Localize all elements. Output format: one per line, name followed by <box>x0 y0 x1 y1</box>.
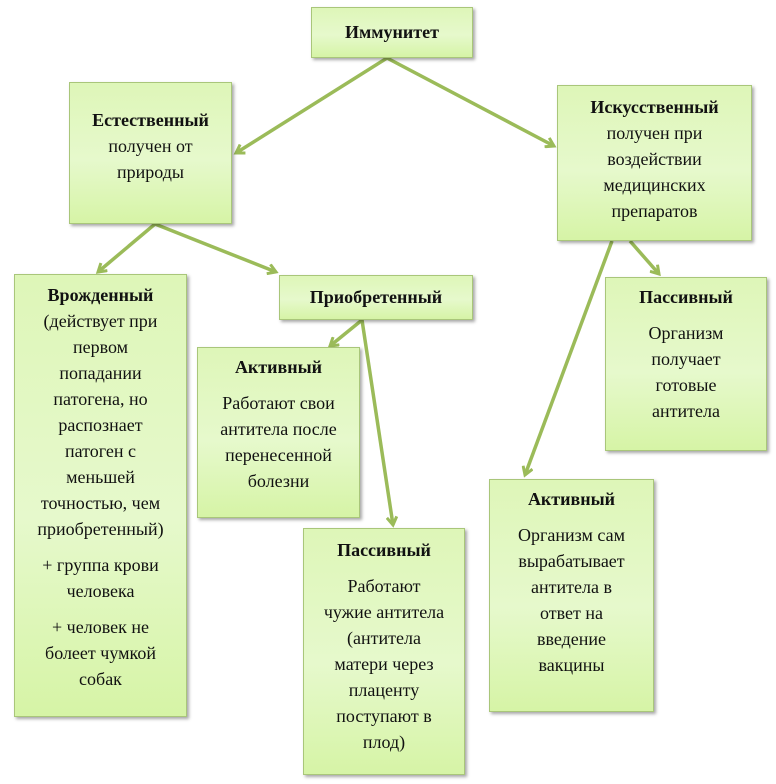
node-text: плаценту <box>348 680 420 700</box>
node-acquired-active: Активный Работают свои антитела после пе… <box>197 347 360 518</box>
node-text: поступают в <box>336 706 432 726</box>
node-text: патогена, но <box>53 389 148 409</box>
node-title: Активный <box>234 357 323 377</box>
arrow-natural-to-innate <box>98 222 157 272</box>
node-text: вырабатывает <box>518 551 625 571</box>
node-text: попадании <box>59 363 142 383</box>
node-text: природы <box>117 162 184 182</box>
node-title: Врожденный <box>47 285 154 305</box>
node-artificial: Искусственный получен при воздействии ме… <box>557 85 752 241</box>
node-text: получен от <box>108 136 193 156</box>
node-text: Организм сам <box>518 525 625 545</box>
node-text: патоген с <box>64 441 137 461</box>
node-note: собак <box>79 669 122 689</box>
node-acquired-passive: Пассивный Работают чужие антитела (антит… <box>303 528 465 775</box>
node-text: введение <box>536 629 607 649</box>
node-text: получает <box>651 349 721 369</box>
node-title: Пассивный <box>337 540 431 560</box>
node-text: точностью, чем <box>40 493 161 513</box>
arrow-acquired-to-active <box>330 318 364 346</box>
arrow-root-to-natural <box>236 56 388 153</box>
node-text: (действует при <box>43 311 158 331</box>
arrow-natural-to-acquired <box>154 222 276 272</box>
node-text: антитела после <box>220 419 337 439</box>
node-text: Работают свои <box>222 393 335 413</box>
node-text: (антитела <box>347 628 421 648</box>
node-acquired: Приобретенный <box>279 275 473 320</box>
node-text: Организм <box>648 323 724 343</box>
node-text: перенесенной <box>225 445 332 465</box>
node-text: первом <box>72 337 129 357</box>
arrow-artificial-to-passive <box>628 239 659 274</box>
node-text: препаратов <box>611 201 698 221</box>
node-note: болеет чумкой <box>45 643 156 663</box>
node-title: Приобретенный <box>309 287 443 307</box>
node-natural: Естественный получен от природы <box>69 82 232 224</box>
node-text: плод) <box>362 732 406 752</box>
node-text: получен при <box>606 123 703 143</box>
node-title: Иммунитет <box>345 22 439 42</box>
node-text: вакцины <box>538 655 605 675</box>
node-text: антитела в <box>531 577 612 597</box>
node-note: + группа крови <box>42 555 159 575</box>
node-title: Естественный <box>92 110 209 130</box>
arrow-artificial-to-active <box>525 240 614 475</box>
node-text: приобретенный) <box>37 519 164 539</box>
node-text: антитела <box>652 401 720 421</box>
node-title: Активный <box>527 489 616 509</box>
node-note: + человек не <box>52 617 149 637</box>
node-text: медицинских <box>603 175 706 195</box>
node-artificial-active: Активный Организм сам вырабатывает антит… <box>489 479 654 712</box>
node-innate: Врожденный (действует при первом попадан… <box>14 274 187 717</box>
arrow-root-to-artificial <box>386 56 554 146</box>
node-text: меньшей <box>66 467 135 487</box>
node-note: человека <box>66 581 135 601</box>
node-text: распознает <box>58 415 143 435</box>
node-text: чужие антитела <box>323 602 445 622</box>
node-title: Пассивный <box>639 287 733 307</box>
node-text: готовые <box>655 375 717 395</box>
arrow-acquired-to-passive <box>360 319 393 525</box>
node-text: воздействии <box>607 149 702 169</box>
node-artificial-passive: Пассивный Организм получает готовые анти… <box>605 277 767 451</box>
node-text: матери через <box>334 654 434 674</box>
node-text: болезни <box>247 471 310 491</box>
node-text: ответ на <box>540 603 603 623</box>
node-title: Искусственный <box>590 97 719 117</box>
node-immunity: Иммунитет <box>311 7 473 58</box>
node-text: Работают <box>347 576 421 596</box>
